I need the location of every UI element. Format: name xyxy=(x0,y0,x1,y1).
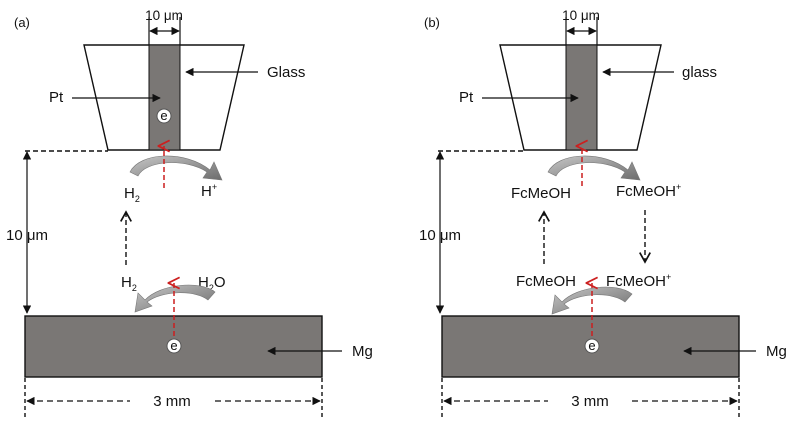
gap-label: 10 μm xyxy=(419,227,461,244)
gap-label: 10 μm xyxy=(6,227,48,244)
panel-label: (b) xyxy=(424,15,440,30)
wire-label: Pt xyxy=(49,89,64,106)
substrate-curved-arrow xyxy=(551,286,633,315)
tip-material-label: glass xyxy=(682,64,717,81)
wire-label: Pt xyxy=(459,89,474,106)
substrate-curved-arrow xyxy=(134,284,216,313)
tip-reaction-right: FcMeOH+ xyxy=(616,182,681,200)
tip-curved-arrow xyxy=(129,155,223,181)
substrate-reaction-right: H2O xyxy=(198,274,226,293)
panel-a: (a) 10 μm Glass Pt e 10 μm H2 H+ xyxy=(6,8,373,418)
tip-material-label: Glass xyxy=(267,64,305,81)
tip-reaction-right: H+ xyxy=(201,182,217,200)
tip-width-label: 10 μm xyxy=(562,8,600,23)
electron-circle-substrate xyxy=(584,338,600,354)
electron-symbol: e xyxy=(160,108,167,123)
substrate-reaction-left: FcMeOH xyxy=(516,273,576,290)
tip-reaction-left: H2 xyxy=(124,185,140,204)
substrate-reaction-right: FcMeOH+ xyxy=(606,272,671,290)
electron-circle-tip xyxy=(156,108,172,124)
tip-reaction-left: FcMeOH xyxy=(511,185,571,202)
electron-circle-substrate xyxy=(166,338,182,354)
tip-width-label: 10 μm xyxy=(145,8,183,23)
substrate-width-label: 3 mm xyxy=(571,393,609,410)
panel-label: (a) xyxy=(14,15,30,30)
substrate-label: Mg xyxy=(766,343,787,360)
tip-curved-arrow xyxy=(547,155,641,181)
substrate-width-label: 3 mm xyxy=(153,393,191,410)
substrate-label: Mg xyxy=(352,343,373,360)
electron-symbol-substrate: e xyxy=(588,338,595,353)
electron-symbol-substrate: e xyxy=(170,338,177,353)
panel-b: (b) 10 μm glass Pt 10 μm FcMeOH FcMeOH+ … xyxy=(419,8,787,418)
substrate-reaction-left: H2 xyxy=(121,274,137,293)
